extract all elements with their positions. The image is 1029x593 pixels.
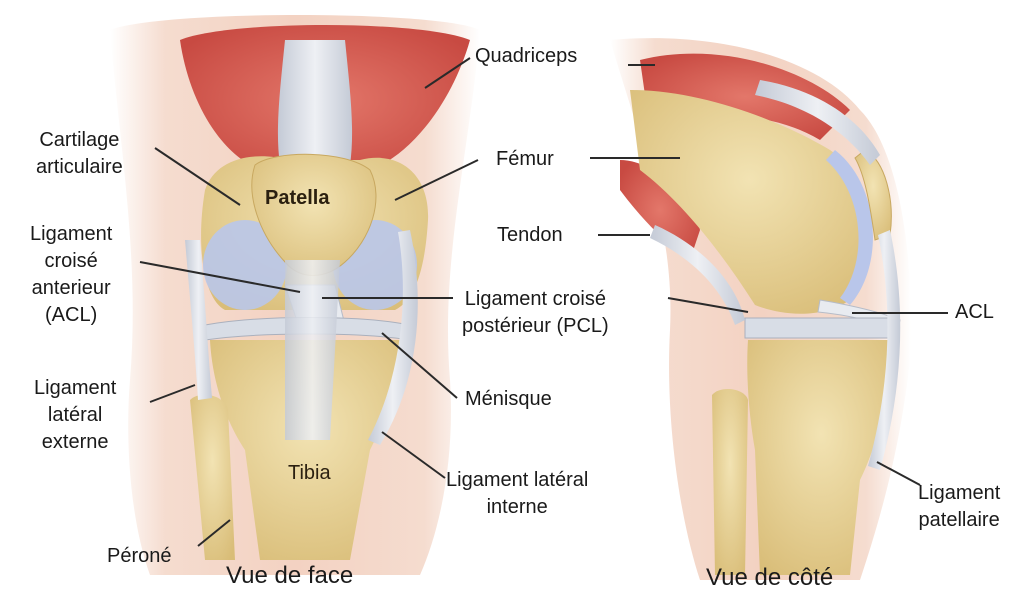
label-perone: Péroné (107, 543, 172, 570)
side-meniscus (745, 318, 895, 338)
label-patella: Patella (265, 185, 329, 212)
side-fibula-bone (712, 389, 748, 575)
label-lateral-interne: Ligament latéral interne (446, 467, 588, 521)
label-ligament-patellaire: Ligament patellaire (918, 480, 1000, 534)
label-menisque: Ménisque (465, 386, 552, 413)
label-tendon: Tendon (497, 222, 563, 249)
label-tibia: Tibia (288, 460, 331, 487)
label-lateral-externe: Ligament latéral externe (34, 375, 116, 456)
label-quadriceps: Quadriceps (475, 43, 577, 70)
label-acl-front: Ligament croisé anterieur (ACL) (30, 221, 112, 329)
caption-front-view: Vue de face (226, 562, 353, 590)
label-cartilage-articulaire: Cartilage articulaire (36, 127, 123, 181)
label-femur: Fémur (496, 146, 554, 173)
front-view-drawing (110, 15, 480, 575)
caption-side-view: Vue de côté (706, 564, 833, 592)
label-pcl: Ligament croisé postérieur (PCL) (462, 286, 609, 340)
front-quadriceps-tendon (278, 40, 352, 165)
label-acl-side: ACL (955, 299, 994, 326)
side-view-drawing (610, 38, 911, 580)
